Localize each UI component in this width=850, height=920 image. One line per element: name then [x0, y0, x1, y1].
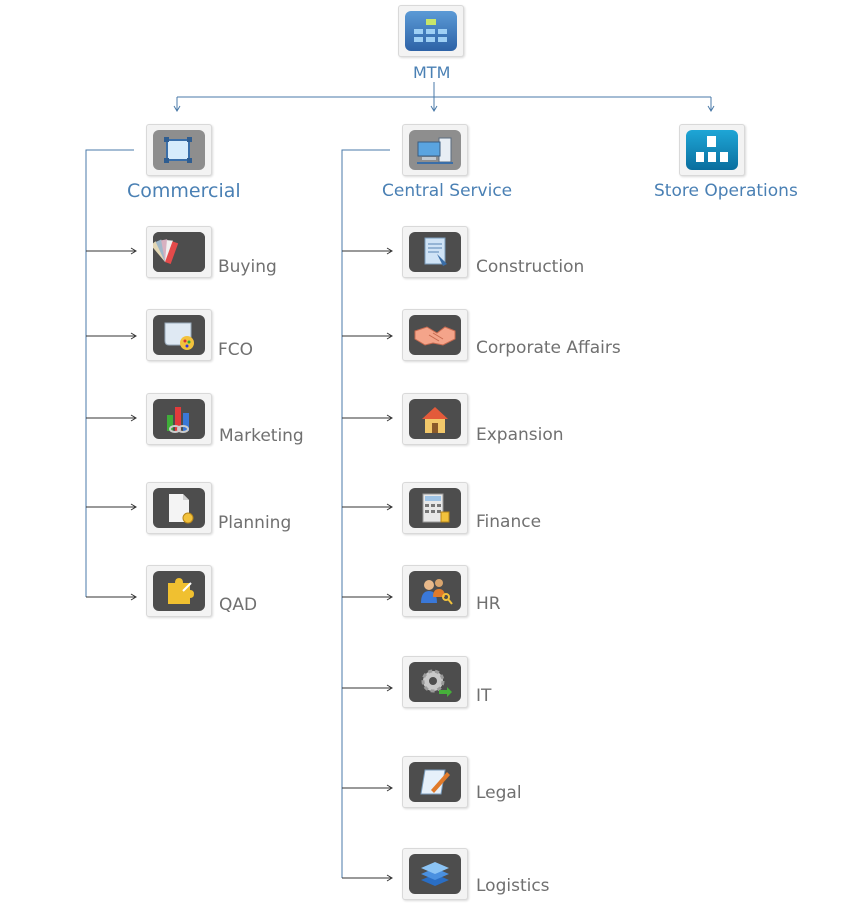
- node-tile[interactable]: [402, 309, 468, 361]
- color-swatches-icon: [153, 232, 205, 272]
- node-label: Finance: [476, 512, 542, 532]
- node-tile[interactable]: [402, 565, 468, 617]
- node-label: QAD: [219, 595, 258, 615]
- node-label: Legal: [476, 783, 522, 803]
- node-label: Buying: [218, 257, 277, 277]
- bar-chart-chain-icon: [153, 399, 205, 439]
- node-tile[interactable]: [402, 482, 468, 534]
- division-tile[interactable]: [402, 124, 468, 176]
- node-label: Corporate Affairs: [476, 338, 621, 358]
- node-tile[interactable]: [146, 482, 212, 534]
- division-tile[interactable]: [146, 124, 212, 176]
- node-tile[interactable]: [146, 226, 212, 278]
- node-tile[interactable]: [402, 756, 468, 808]
- house-icon: [409, 399, 461, 439]
- node-label: Planning: [218, 513, 292, 533]
- handshake-icon: [409, 315, 461, 355]
- node-tile[interactable]: [146, 565, 212, 617]
- document-coin-icon: [153, 488, 205, 528]
- node-label: HR: [476, 594, 501, 614]
- node-label: Construction: [476, 257, 585, 277]
- node-tile[interactable]: [146, 393, 212, 445]
- node-tile[interactable]: [146, 309, 212, 361]
- store-documents-icon: [686, 130, 738, 170]
- selection-frame-icon: [153, 130, 205, 170]
- root-label: MTM: [413, 63, 451, 82]
- node-label: FCO: [218, 340, 254, 360]
- network-computer-icon: [409, 130, 461, 170]
- node-tile[interactable]: [402, 226, 468, 278]
- blueprint-document-icon: [409, 232, 461, 272]
- node-tile[interactable]: [402, 393, 468, 445]
- node-tile[interactable]: [402, 848, 468, 900]
- node-tile[interactable]: [402, 656, 468, 708]
- division-label: Commercial: [127, 180, 241, 202]
- division-label: Store Operations: [654, 181, 798, 201]
- division-tile[interactable]: [679, 124, 745, 176]
- layers-stack-icon: [409, 854, 461, 894]
- scroll-palette-icon: [153, 315, 205, 355]
- root-tile[interactable]: [398, 5, 464, 57]
- node-label: IT: [476, 686, 492, 706]
- node-label: Expansion: [476, 425, 564, 445]
- notepad-pen-icon: [409, 762, 461, 802]
- org-chart-icon: [405, 11, 457, 51]
- gear-arrow-icon: [409, 662, 461, 702]
- node-label: Marketing: [219, 426, 304, 446]
- calculator-coins-icon: [409, 488, 461, 528]
- puzzle-piece-icon: [153, 571, 205, 611]
- people-key-icon: [409, 571, 461, 611]
- division-label: Central Service: [382, 181, 513, 201]
- node-label: Logistics: [476, 876, 550, 896]
